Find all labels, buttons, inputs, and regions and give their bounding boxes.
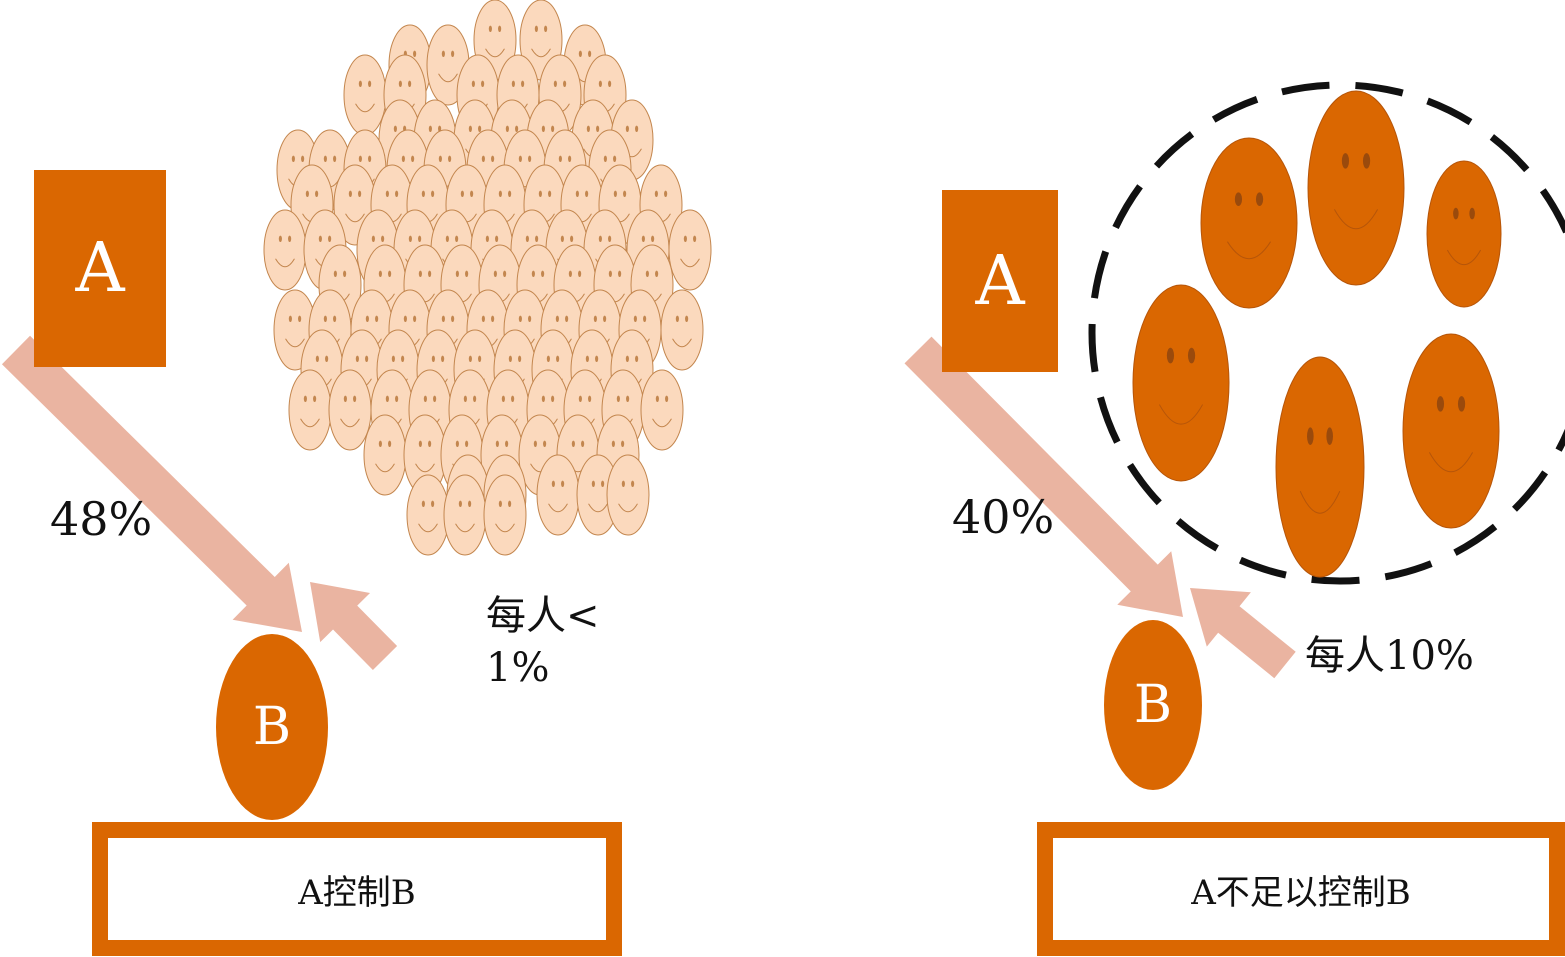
crowd-face-10-9 — [640, 369, 684, 451]
group-face-1 — [1200, 137, 1298, 309]
right-group-dashed-circle — [1088, 81, 1565, 585]
left-note-line1: 每人< — [486, 593, 600, 639]
crowd-face-12-3 — [576, 454, 620, 536]
crowd-face-10-1 — [328, 369, 372, 451]
crowd-face-13-2 — [483, 474, 527, 556]
group-face-2 — [1307, 90, 1405, 286]
right-arrow-a-to-b — [904, 336, 1183, 617]
group-face-0 — [1132, 284, 1230, 482]
left-shareholder-a-box: A — [34, 170, 166, 367]
right-company-b-oval: B — [1104, 620, 1202, 790]
right-percent-label: 40% — [952, 490, 1055, 544]
right-result-text: A不足以控制B — [1053, 838, 1549, 940]
crowd-face-11-0 — [363, 414, 407, 496]
crowd-face-13-0 — [406, 474, 450, 556]
left-a-label: A — [75, 229, 125, 308]
right-b-label: B — [1133, 675, 1173, 735]
left-arrow-a-to-b — [1, 335, 303, 632]
right-arrow-group-to-b — [1190, 588, 1296, 679]
crowd-face-6-10 — [668, 209, 712, 291]
crowd-face-6-0 — [263, 209, 307, 291]
right-a-label: A — [975, 241, 1025, 321]
crowd-face-13-1 — [443, 474, 487, 556]
left-note-line2: 1% — [486, 645, 550, 691]
crowd-face-10-0 — [288, 369, 332, 451]
group-face-3 — [1426, 160, 1502, 308]
crowd-face-8-10 — [660, 289, 704, 371]
crowd-face-12-4 — [606, 454, 650, 536]
left-arrow-crowd-to-b — [310, 582, 398, 670]
right-shareholder-a-box: A — [942, 190, 1058, 372]
left-percent-label: 48% — [50, 492, 153, 546]
crowd-face-2-0 — [343, 54, 387, 136]
left-each-person-note: 每人< 1% — [486, 590, 600, 694]
group-face-5 — [1275, 356, 1365, 578]
left-result-text: A控制B — [108, 838, 606, 940]
right-each-person-note: 每人10% — [1305, 633, 1474, 679]
crowd-face-11-1 — [403, 414, 447, 496]
left-b-label: B — [252, 697, 292, 757]
group-face-4 — [1402, 333, 1500, 529]
left-result-box: A控制B — [92, 822, 622, 956]
left-company-b-oval: B — [216, 634, 328, 820]
crowd-face-12-2 — [536, 454, 580, 536]
right-result-box: A不足以控制B — [1037, 822, 1565, 956]
